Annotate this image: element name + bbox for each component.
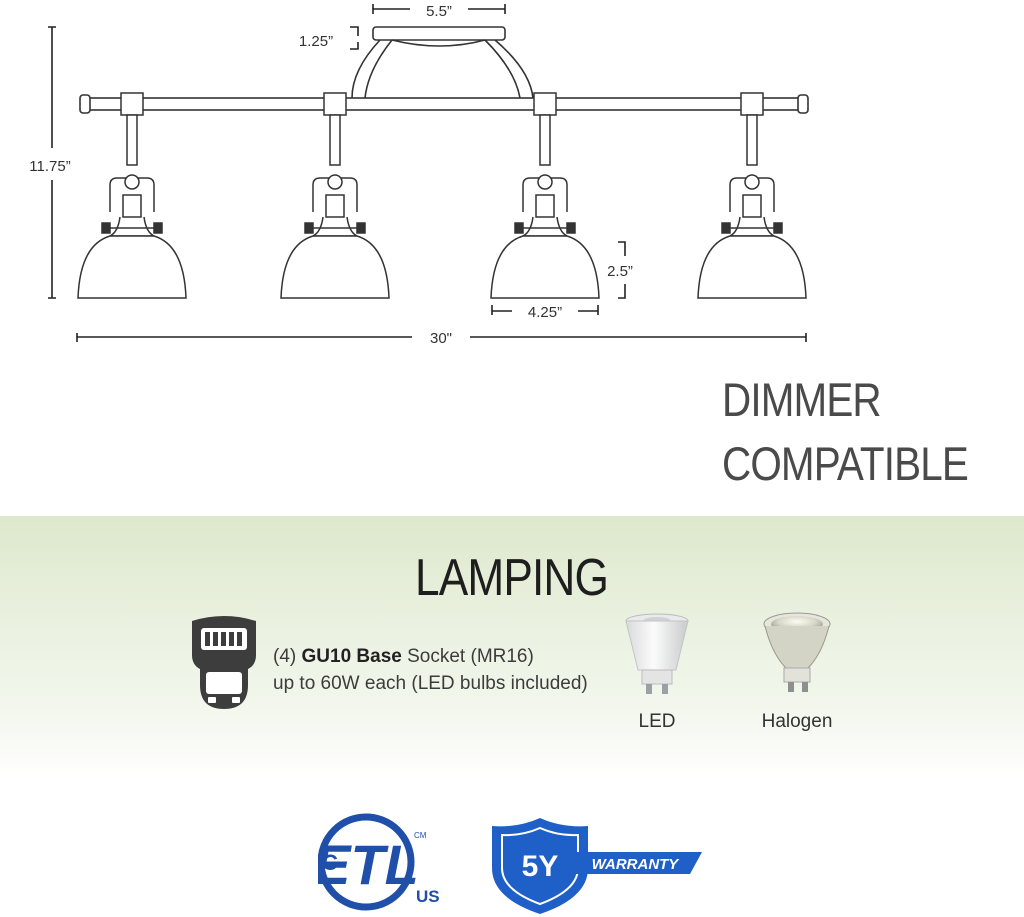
gu10-socket-icon (192, 616, 256, 709)
socket-type: GU10 Base (301, 646, 402, 667)
dim-overall-width: 30" (430, 330, 452, 347)
fixture-dimension-diagram: 5.5” 1.25” 11.75” 2.5” 4.25” 30" (29, 3, 809, 347)
svg-text:CM: CM (414, 831, 427, 840)
dimmer-line-1: DIMMER (722, 373, 882, 426)
halogen-gu10-bulb-icon (763, 612, 831, 692)
led-gu10-bulb-icon (625, 613, 689, 694)
dim-shade-height: 2.5” (607, 263, 633, 280)
dimmer-compatible-label: DIMMER COMPATIBLE (722, 368, 1012, 496)
wattage-line: up to 60W each (LED bulbs included) (273, 673, 588, 694)
lamping-title: LAMPING (415, 549, 609, 607)
warranty-word: WARRANTY (592, 856, 681, 873)
dim-canopy-height: 1.25” (299, 33, 333, 50)
led-label: LED (638, 711, 676, 732)
svg-text:C: C (322, 850, 338, 875)
dim-overall-height: 11.75” (29, 158, 70, 175)
lamp-head-3 (490, 92, 600, 299)
lamping-section (0, 516, 1024, 778)
halogen-label: Halogen (761, 711, 833, 732)
dimmer-line-2: COMPATIBLE (722, 437, 969, 490)
svg-text:US: US (416, 887, 440, 906)
lamp-head-1 (77, 92, 187, 299)
track-rail (87, 97, 801, 111)
canopy-plate (372, 26, 506, 41)
etl-listed-logo: ETL C CM US (318, 813, 440, 911)
warranty-badge: 5Y WARRANTY (492, 818, 702, 914)
lamp-head-4 (697, 92, 807, 299)
socket-line: (4) GU10 Base Socket (MR16) (273, 646, 534, 667)
dim-canopy-width: 5.5” (426, 3, 452, 20)
warranty-years: 5Y (522, 850, 559, 883)
dim-shade-width: 4.25” (528, 304, 562, 321)
svg-text:ETL: ETL (318, 833, 419, 896)
socket-description: (4) GU10 Base Socket (MR16) up to 60W ea… (273, 643, 588, 697)
canopy-arm (351, 39, 534, 99)
lamp-head-2 (280, 92, 390, 299)
